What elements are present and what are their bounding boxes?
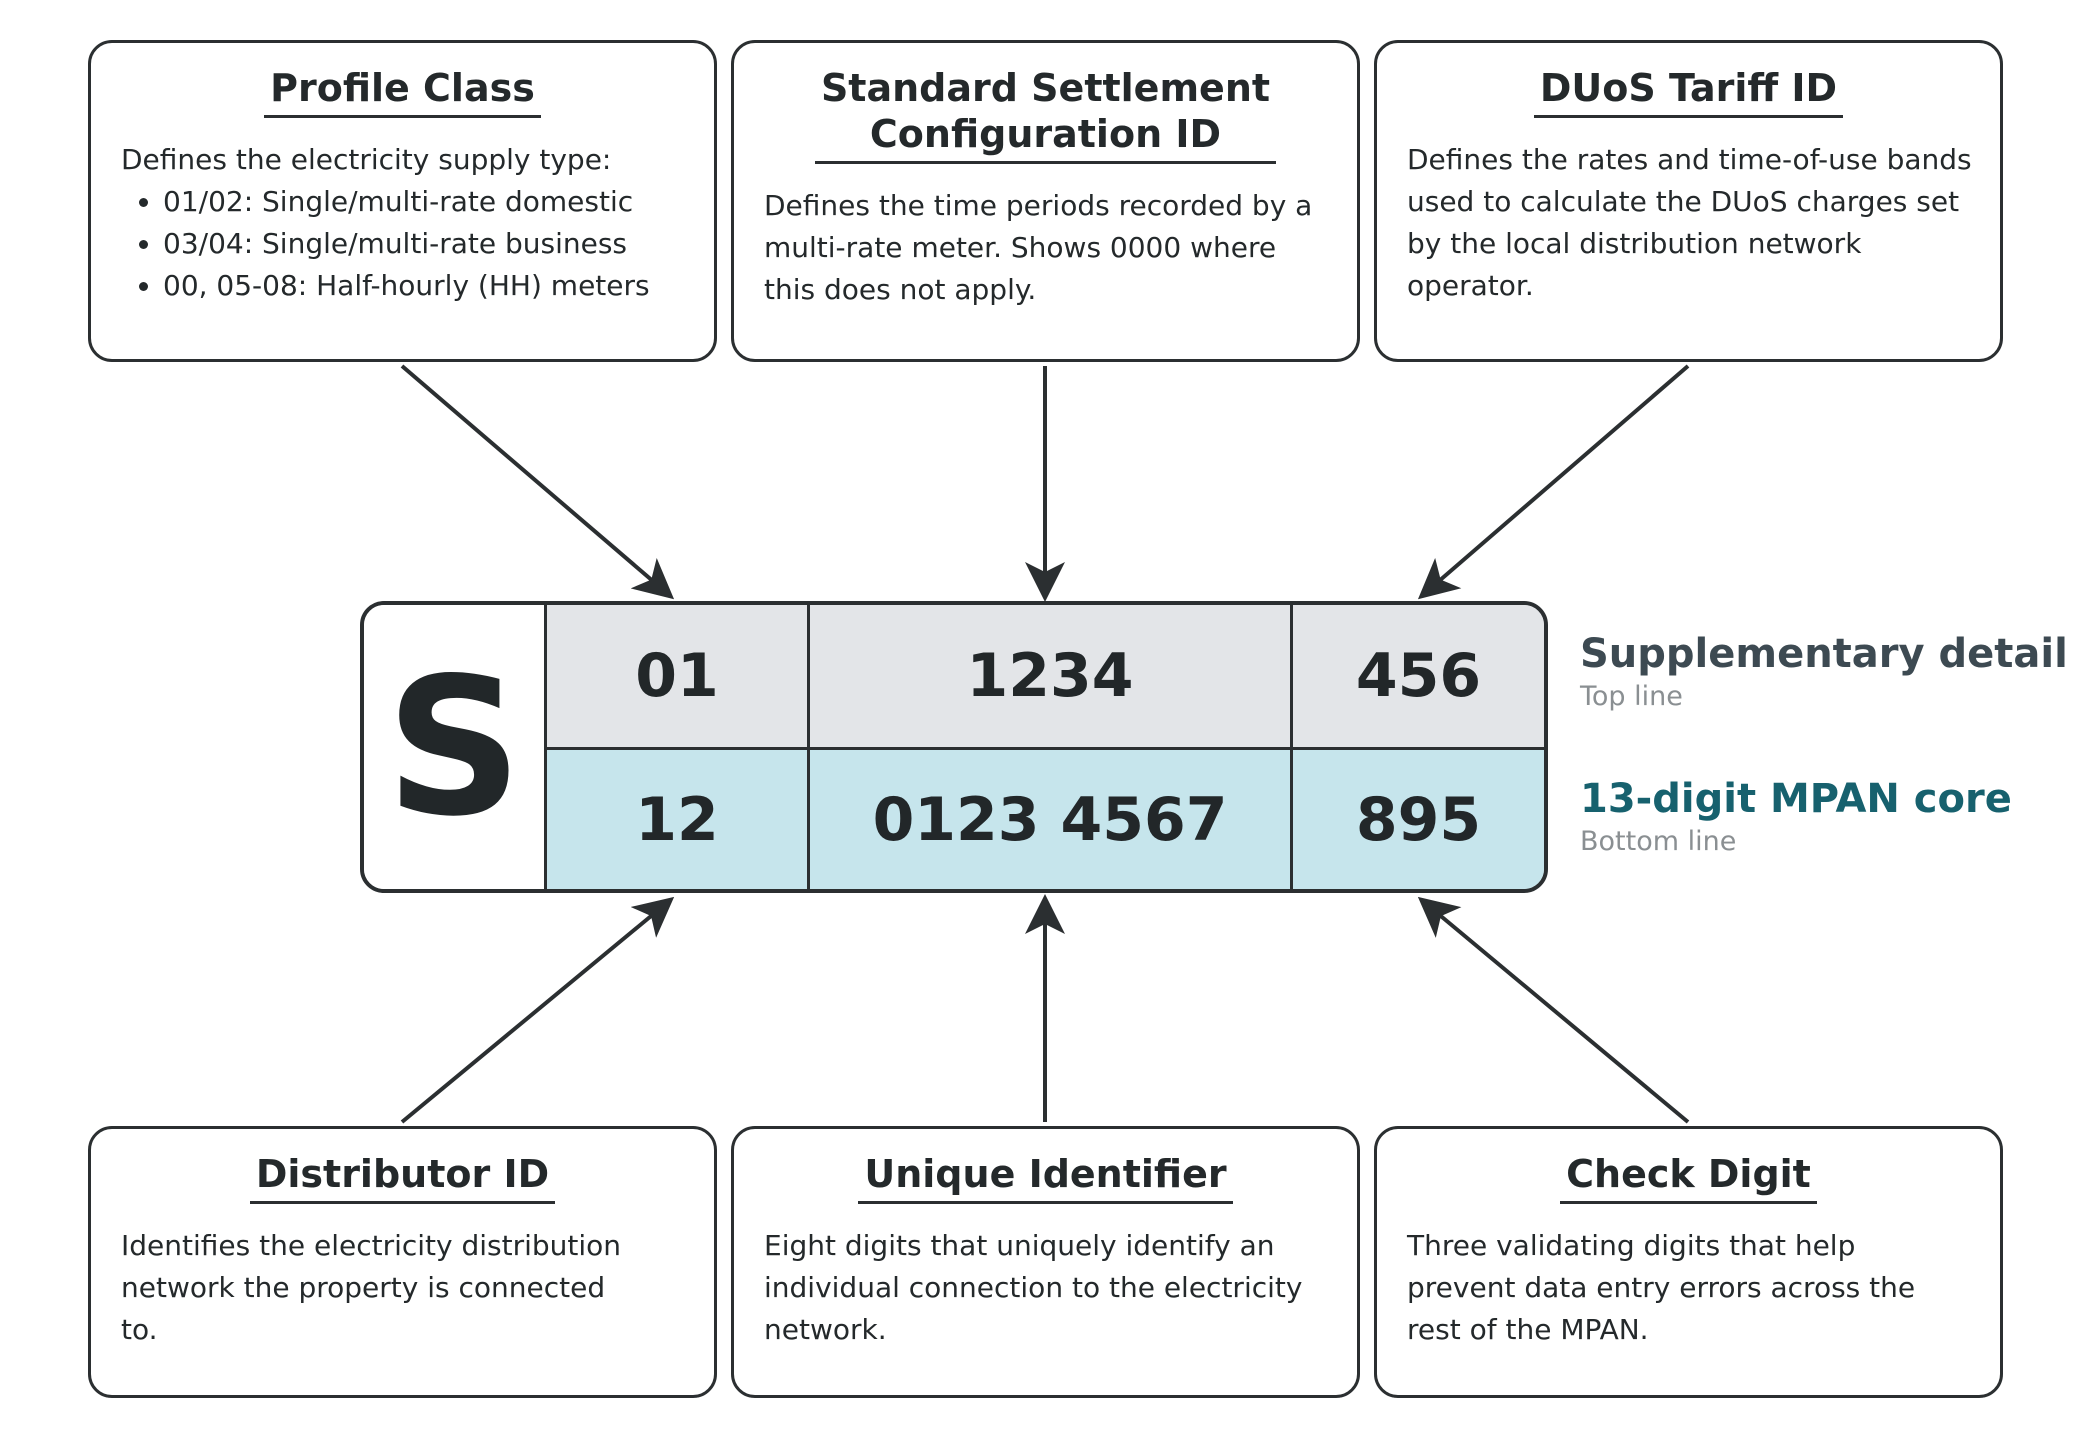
- profile-class-value: 01: [547, 605, 810, 747]
- mpan-top-line: 01 1234 456: [547, 605, 1544, 750]
- arrow-profile-class: [400, 364, 675, 600]
- unique-identifier-value: 0123 4567: [810, 750, 1293, 889]
- mpan-bottom-line: 12 0123 4567 895: [547, 750, 1544, 889]
- profile-class-intro: Defines the electricity supply type:: [121, 143, 612, 176]
- supply-letter: S: [364, 605, 547, 889]
- ssc-value: 1234: [810, 605, 1293, 747]
- distributor-id-value: 12: [547, 750, 810, 889]
- duos-value: 456: [1355, 641, 1482, 711]
- distributor-box: Distributor ID Identifies the electricit…: [88, 1126, 717, 1398]
- profile-class-list: 01/02: Single/multi-rate domestic 03/04:…: [121, 181, 690, 307]
- legend-top-sub: Top line: [1580, 681, 1683, 712]
- list-item: 01/02: Single/multi-rate domestic: [163, 181, 690, 223]
- list-item: 00, 05-08: Half-hourly (HH) meters: [163, 265, 690, 307]
- legend-top-title: Supplementary detail: [1580, 631, 2068, 677]
- duos-body: Defines the rates and time-of-use bands …: [1407, 143, 1972, 302]
- arrow-duos: [1417, 364, 1690, 600]
- ssc-box: Standard Settlement Configuration ID Def…: [731, 40, 1360, 362]
- legend-bottom-title: 13-digit MPAN core: [1580, 776, 2012, 822]
- profile-class-box: Profile Class Defines the electricity su…: [88, 40, 717, 362]
- duos-title: DUoS Tariff ID: [1377, 65, 2000, 118]
- duos-box: DUoS Tariff ID Defines the rates and tim…: [1374, 40, 2003, 362]
- check-digit-value: 895: [1355, 784, 1482, 855]
- distributor-title: Distributor ID: [91, 1151, 714, 1204]
- profile-class-body: Defines the electricity supply type: 01/…: [121, 139, 690, 307]
- legend-bottom-sub: Bottom line: [1580, 826, 1737, 857]
- check-digit-box: Check Digit Three validating digits that…: [1374, 1126, 2003, 1398]
- mpan-grid: S 01 1234 456 12 0123 4567 895: [360, 601, 1548, 893]
- unique-identifier-box: Unique Identifier Eight digits that uniq…: [731, 1126, 1360, 1398]
- unique-identifier-body: Eight digits that uniquely identify an i…: [764, 1229, 1303, 1346]
- check-digit-body: Three validating digits that help preven…: [1407, 1229, 1916, 1346]
- check-digit-title: Check Digit: [1377, 1151, 2000, 1204]
- list-item: 03/04: Single/multi-rate business: [163, 223, 690, 265]
- profile-class-title: Profile Class: [91, 65, 714, 118]
- unique-identifier-title: Unique Identifier: [734, 1151, 1357, 1204]
- ssc-title: Standard Settlement Configuration ID: [734, 65, 1357, 164]
- arrow-check: [1417, 896, 1690, 1124]
- arrow-distributor: [400, 896, 675, 1124]
- distributor-body: Identifies the electricity distribution …: [121, 1229, 622, 1346]
- ssc-body: Defines the time periods recorded by a m…: [764, 189, 1313, 306]
